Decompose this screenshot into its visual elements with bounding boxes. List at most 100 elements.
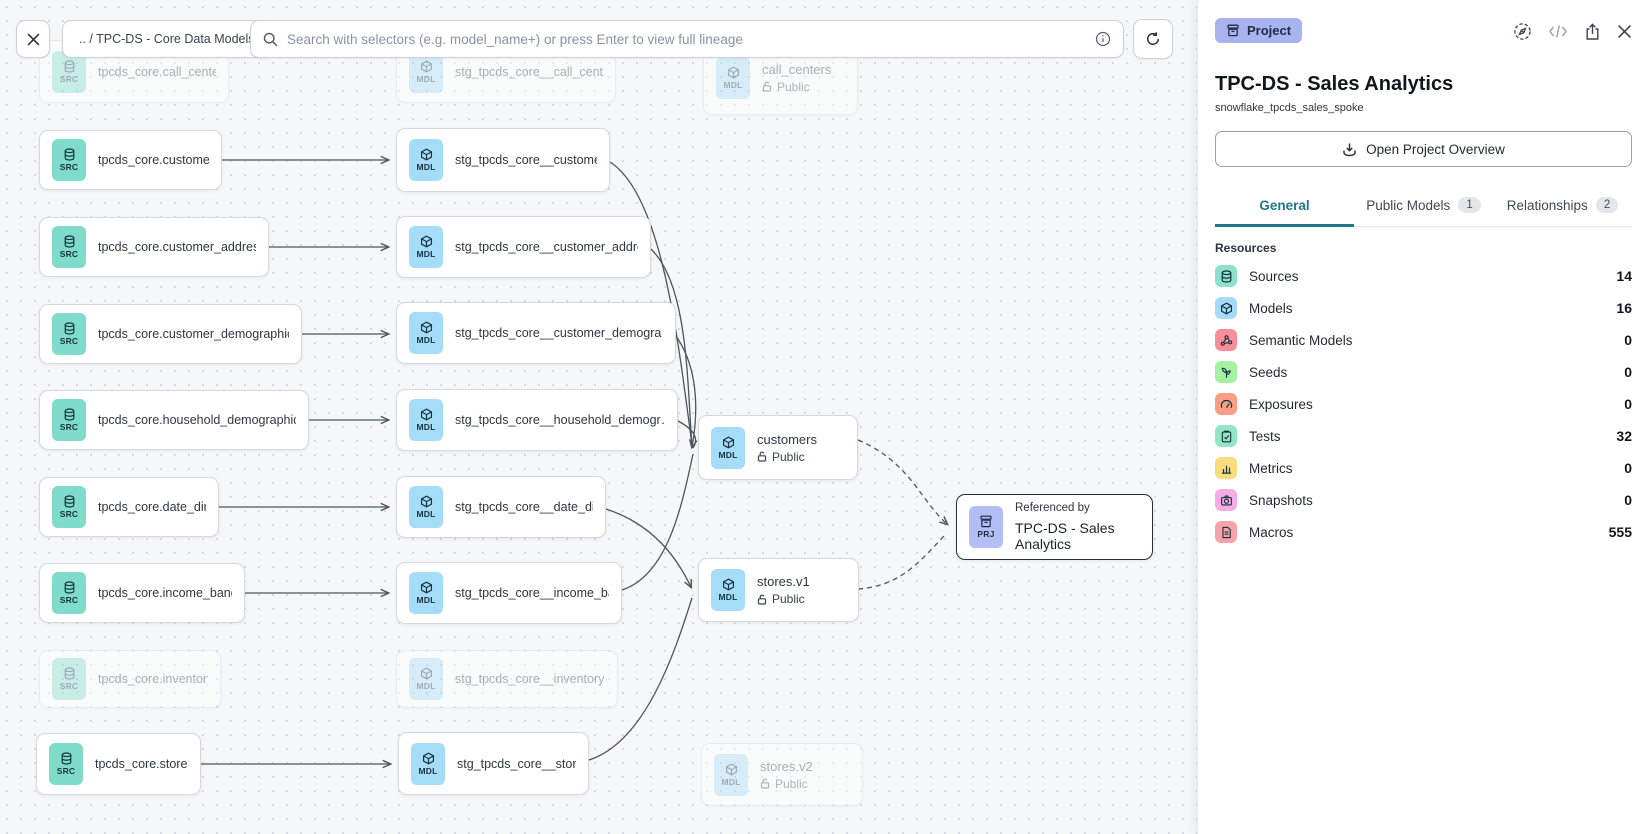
model-badge-icon: MDL bbox=[716, 56, 750, 99]
resource-count: 0 bbox=[1624, 396, 1632, 412]
model-badge-icon: MDL bbox=[711, 426, 745, 469]
node-mdl-stg-store[interactable]: MDL stg_tpcds_core__store bbox=[398, 732, 589, 795]
resource-count: 0 bbox=[1624, 332, 1632, 348]
resource-count: 0 bbox=[1624, 492, 1632, 508]
node-mdl-stg-customer-demographics[interactable]: MDL stg_tpcds_core__customer_demogra… bbox=[396, 302, 676, 364]
node-label: tpcds_core.income_band bbox=[98, 586, 232, 600]
model-badge-icon: MDL bbox=[409, 486, 443, 528]
node-mdl-stg-customer-address[interactable]: MDL stg_tpcds_core__customer_address bbox=[396, 216, 651, 278]
model-badge-icon: MDL bbox=[714, 753, 748, 796]
gauge-icon bbox=[1215, 393, 1237, 415]
node-label: stores.v1 bbox=[757, 574, 810, 589]
resource-row-macros[interactable]: Macros 555 bbox=[1215, 521, 1632, 543]
source-badge-icon: SRC bbox=[52, 658, 86, 700]
tab-count-badge: 2 bbox=[1595, 197, 1619, 213]
node-public-customers[interactable]: MDL customers Public bbox=[698, 415, 858, 480]
close-lineage-button[interactable] bbox=[16, 20, 50, 58]
node-label: stg_tpcds_core__store bbox=[457, 756, 576, 771]
resource-row-exposures[interactable]: Exposures 0 bbox=[1215, 393, 1632, 415]
share-icon[interactable] bbox=[1584, 22, 1601, 41]
node-label: stg_tpcds_core__customer_demogra… bbox=[455, 326, 663, 340]
model-badge-icon: MDL bbox=[409, 399, 443, 441]
resource-row-snapshots[interactable]: Snapshots 0 bbox=[1215, 489, 1632, 511]
resource-count: 555 bbox=[1608, 524, 1632, 540]
model-badge-icon: MDL bbox=[409, 226, 443, 268]
refresh-lineage-button[interactable] bbox=[1133, 19, 1173, 59]
source-badge-icon: SRC bbox=[52, 226, 86, 268]
model-badge-icon: MDL bbox=[711, 569, 745, 611]
node-mdl-stg-income-band[interactable]: MDL stg_tpcds_core__income_band bbox=[396, 562, 622, 624]
model-badge-icon: MDL bbox=[409, 139, 443, 181]
node-mdl-stg-customer[interactable]: MDL stg_tpcds_core__customer bbox=[396, 128, 610, 192]
clipboard-check-icon bbox=[1215, 425, 1237, 447]
cube-icon bbox=[1215, 297, 1237, 319]
breadcrumb[interactable]: .. / TPC-DS - Core Data Models bbox=[62, 20, 272, 58]
node-project-referenced-by[interactable]: PRJ Referenced by TPC-DS - Sales Analyti… bbox=[956, 494, 1153, 560]
resources-section-title: Resources bbox=[1215, 241, 1277, 255]
resource-row-metrics[interactable]: Metrics 0 bbox=[1215, 457, 1632, 479]
panel-subtitle: snowflake_tpcds_sales_spoke bbox=[1215, 102, 1364, 114]
tab-count-badge: 1 bbox=[1458, 197, 1481, 213]
unlock-icon bbox=[760, 778, 770, 789]
model-badge-icon: MDL bbox=[409, 658, 443, 700]
close-panel-icon[interactable] bbox=[1617, 24, 1632, 39]
node-src-customer[interactable]: SRC tpcds_core.customer bbox=[39, 130, 222, 190]
panel-title: TPC-DS - Sales Analytics bbox=[1215, 73, 1454, 95]
project-type-badge: Project bbox=[1215, 18, 1303, 43]
node-label: tpcds_core.call_center bbox=[98, 64, 216, 79]
node-src-date-dim[interactable]: SRC tpcds_core.date_dim bbox=[39, 477, 219, 537]
lineage-canvas[interactable]: SRC tpcds_core.call_center SRC tpcds_cor… bbox=[0, 0, 1197, 834]
node-label: stg_tpcds_core__customer bbox=[455, 153, 597, 167]
source-badge-icon: SRC bbox=[52, 313, 86, 355]
node-label: stg_tpcds_core__household_demogr… bbox=[455, 413, 665, 427]
node-label: tpcds_core.customer bbox=[98, 153, 209, 167]
open-project-overview-button[interactable]: Open Project Overview bbox=[1215, 131, 1632, 167]
node-src-customer-demographics[interactable]: SRC tpcds_core.customer_demographics bbox=[39, 304, 302, 364]
node-mdl-stg-household-demographics[interactable]: MDL stg_tpcds_core__household_demogr… bbox=[396, 389, 678, 451]
source-badge-icon: SRC bbox=[52, 572, 86, 614]
node-src-store[interactable]: SRC tpcds_core.store bbox=[36, 733, 201, 795]
tab-relationships[interactable]: Relationships 2 bbox=[1493, 188, 1632, 227]
node-label: stg_tpcds_core__call_center bbox=[455, 64, 603, 79]
lineage-search-bar[interactable] bbox=[250, 20, 1124, 58]
search-input[interactable] bbox=[287, 31, 1086, 47]
resource-count: 0 bbox=[1624, 460, 1632, 476]
model-badge-icon: MDL bbox=[411, 742, 445, 785]
node-src-household-demographics[interactable]: SRC tpcds_core.household_demographics bbox=[39, 390, 309, 450]
node-label: tpcds_core.inventory bbox=[98, 672, 208, 686]
tab-general[interactable]: General bbox=[1215, 188, 1354, 227]
resource-row-semantic-models[interactable]: Semantic Models 0 bbox=[1215, 329, 1632, 351]
node-public-stores-v2[interactable]: MDL stores.v2 Public bbox=[701, 743, 863, 806]
project-overview-icon bbox=[1343, 143, 1356, 156]
node-src-income-band[interactable]: SRC tpcds_core.income_band bbox=[39, 563, 245, 623]
node-label: tpcds_core.customer_demographics bbox=[98, 327, 289, 341]
source-badge-icon: SRC bbox=[49, 743, 83, 785]
model-badge-icon: MDL bbox=[409, 572, 443, 614]
info-icon[interactable] bbox=[1095, 31, 1111, 47]
resource-row-seeds[interactable]: Seeds 0 bbox=[1215, 361, 1632, 383]
node-src-inventory[interactable]: SRC tpcds_core.inventory bbox=[39, 650, 221, 708]
node-src-customer-address[interactable]: SRC tpcds_core.customer_address bbox=[39, 217, 269, 277]
semantic-graph-icon bbox=[1215, 329, 1237, 351]
explore-compass-icon[interactable] bbox=[1513, 22, 1532, 41]
node-label: tpcds_core.date_dim bbox=[98, 500, 206, 514]
tab-public-models[interactable]: Public Models 1 bbox=[1354, 188, 1493, 227]
project-badge-icon: PRJ bbox=[969, 506, 1003, 548]
node-label: stg_tpcds_core__customer_address bbox=[455, 240, 638, 254]
node-public-stores-v1[interactable]: MDL stores.v1 Public bbox=[698, 558, 859, 622]
bar-chart-icon bbox=[1215, 457, 1237, 479]
seedling-icon bbox=[1215, 361, 1237, 383]
unlock-icon bbox=[762, 81, 772, 92]
resource-count: 32 bbox=[1616, 428, 1632, 444]
resource-row-sources[interactable]: Sources 14 bbox=[1215, 265, 1632, 287]
close-icon bbox=[27, 33, 39, 45]
referenced-project-name: TPC-DS - Sales Analytics bbox=[1015, 520, 1115, 552]
resource-row-models[interactable]: Models 16 bbox=[1215, 297, 1632, 319]
code-icon[interactable] bbox=[1548, 24, 1568, 39]
node-mdl-stg-date-dim[interactable]: MDL stg_tpcds_core__date_dim bbox=[396, 476, 606, 538]
node-mdl-stg-inventory[interactable]: MDL stg_tpcds_core__inventory bbox=[396, 650, 618, 708]
database-icon bbox=[1215, 265, 1237, 287]
project-icon bbox=[1227, 24, 1239, 37]
node-label: tpcds_core.customer_address bbox=[98, 240, 256, 254]
resource-row-tests[interactable]: Tests 32 bbox=[1215, 425, 1632, 447]
